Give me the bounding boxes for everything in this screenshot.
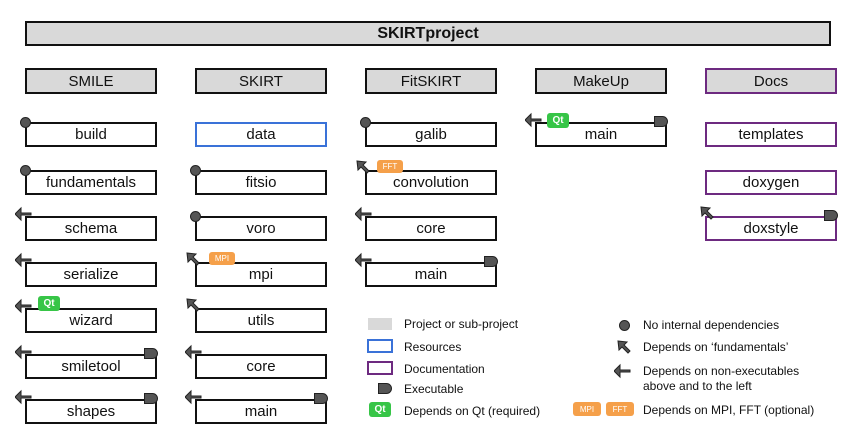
module-templates: templates <box>705 122 837 147</box>
legend-qt-label: Depends on Qt (required) <box>404 404 541 418</box>
no-deps-dot-icon <box>20 117 31 128</box>
elbow-arrow-icon <box>185 344 202 360</box>
legend-fft-badge: FFT <box>606 402 634 416</box>
qt-badge: Qt <box>547 113 569 128</box>
legend-no-deps-label: No internal dependencies <box>643 318 780 332</box>
fft-badge: FFT <box>377 160 403 173</box>
legend-documentation-swatch <box>367 361 393 375</box>
module-fitskirt-main: main <box>365 262 497 287</box>
header-makeup: MakeUp <box>535 68 667 94</box>
fundamentals-arrow-icon <box>700 206 714 220</box>
legend-project-swatch <box>368 318 392 330</box>
no-deps-dot-icon <box>190 211 201 222</box>
module-build: build <box>25 122 157 147</box>
qt-badge: Qt <box>38 296 60 311</box>
legend-no-deps-dot-icon <box>619 320 630 331</box>
elbow-arrow-icon <box>185 389 202 405</box>
module-fitskirt-core: core <box>365 216 497 241</box>
elbow-arrow-icon <box>15 206 32 222</box>
no-deps-dot-icon <box>360 117 371 128</box>
legend-mpi-fft-label: Depends on MPI, FFT (optional) <box>643 403 815 417</box>
executable-icon <box>654 116 668 127</box>
module-smiletool: smiletool <box>25 354 157 379</box>
module-fitsio: fitsio <box>195 170 327 195</box>
module-mpi: mpi <box>195 262 327 287</box>
module-wizard: wizard <box>25 308 157 333</box>
legend-executable-icon <box>378 383 392 394</box>
module-data: data <box>195 122 327 147</box>
header-fitskirt: FitSKIRT <box>365 68 497 94</box>
fundamentals-arrow-icon <box>186 252 200 266</box>
elbow-arrow-icon <box>15 344 32 360</box>
header-skirt: SKIRT <box>195 68 327 94</box>
elbow-arrow-icon <box>355 252 372 268</box>
no-deps-dot-icon <box>190 165 201 176</box>
legend-fundamentals-label: Depends on ‘fundamentals’ <box>643 340 789 354</box>
legend-qt-badge: Qt <box>369 402 391 417</box>
module-fundamentals: fundamentals <box>25 170 157 195</box>
module-utils: utils <box>195 308 327 333</box>
fundamentals-arrow-icon <box>356 160 370 174</box>
legend-mpi-badge: MPI <box>573 402 601 416</box>
module-skirt-main: main <box>195 399 327 424</box>
module-doxstyle: doxstyle <box>705 216 837 241</box>
project-banner: SKIRTproject <box>25 21 831 46</box>
legend-documentation-label: Documentation <box>404 362 485 376</box>
legend-project-label: Project or sub-project <box>404 317 519 331</box>
mpi-badge: MPI <box>209 252 235 265</box>
elbow-arrow-icon <box>15 298 32 314</box>
module-makeup-main: main <box>535 122 667 147</box>
legend-resources-swatch <box>367 339 393 353</box>
module-shapes: shapes <box>25 399 157 424</box>
module-doxygen: doxygen <box>705 170 837 195</box>
executable-icon <box>144 348 158 359</box>
legend-resources-label: Resources <box>404 340 462 354</box>
legend-nonexec-label-2: above and to the left <box>643 379 752 393</box>
legend-fundamentals-arrow-icon <box>617 340 631 354</box>
header-smile: SMILE <box>25 68 157 94</box>
legend-nonexec-label-1: Depends on non-executables <box>643 364 800 378</box>
module-serialize: serialize <box>25 262 157 287</box>
executable-icon <box>144 393 158 404</box>
module-voro: voro <box>195 216 327 241</box>
elbow-arrow-icon <box>525 112 542 128</box>
executable-icon <box>824 210 838 221</box>
module-galib: galib <box>365 122 497 147</box>
executable-icon <box>314 393 328 404</box>
module-convolution: convolution <box>365 170 497 195</box>
module-schema: schema <box>25 216 157 241</box>
module-skirt-core: core <box>195 354 327 379</box>
header-docs: Docs <box>705 68 837 94</box>
legend-elbow-arrow-icon <box>614 363 631 379</box>
no-deps-dot-icon <box>20 165 31 176</box>
fundamentals-arrow-icon <box>186 298 200 312</box>
elbow-arrow-icon <box>355 206 372 222</box>
legend-executable-label: Executable <box>404 382 464 396</box>
elbow-arrow-icon <box>15 252 32 268</box>
elbow-arrow-icon <box>15 389 32 405</box>
executable-icon <box>484 256 498 267</box>
